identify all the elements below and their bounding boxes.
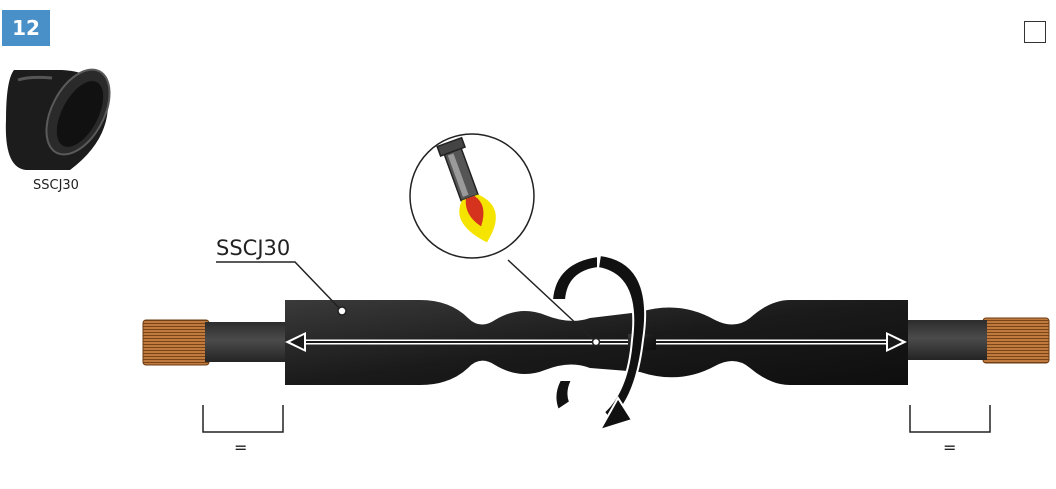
checkbox-icon[interactable] [1024,21,1046,43]
right-conductor [982,317,1050,364]
heat-shrink-tube-icon [5,68,111,170]
callout-leader [216,261,343,312]
torch-leader [507,259,597,343]
right-cable [905,320,987,360]
thumbnail-label: SSCJ30 [33,178,79,193]
left-dimension-mark: = [234,438,248,457]
right-dimension-bracket [909,405,991,433]
left-cable [205,322,287,362]
left-dimension-bracket [202,405,284,433]
right-dimension-mark: = [943,438,957,457]
gas-torch-icon [409,133,535,259]
rotate-arrow-icon [550,253,647,432]
step-number-badge: 12 [2,10,50,46]
callout-label: SSCJ30 [216,236,291,260]
left-conductor [142,319,210,366]
